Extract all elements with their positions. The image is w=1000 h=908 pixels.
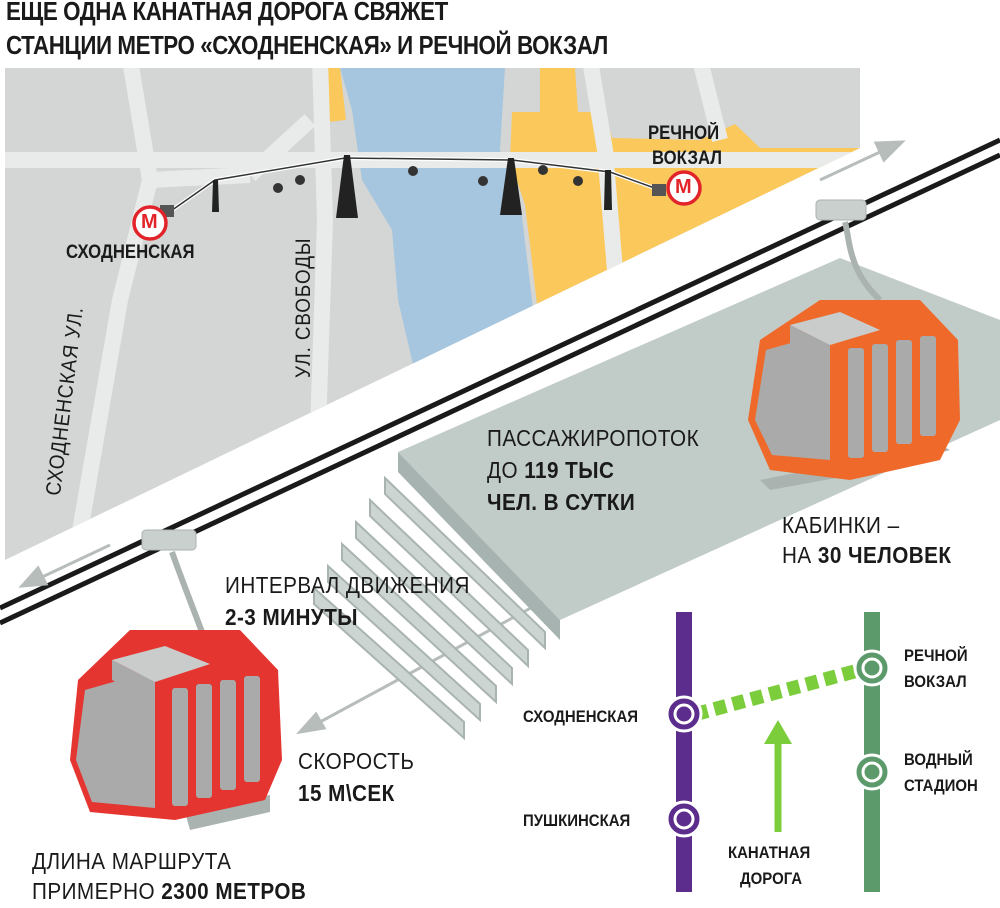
street-label-svobody: УЛ. СВОБОДЫ [292,237,315,378]
cabin-red [70,529,282,830]
metro-letter-west: М [141,211,158,233]
route-scheme [665,612,891,892]
title-line-2: СТАНЦИИ МЕТРО «СХОДНЕНСКАЯ» И РЕЧНОЙ ВОК… [6,30,608,60]
station-marker-vodny-stadion [853,753,891,791]
fact-cabin-line2: НА 30 ЧЕЛОВЕК [782,542,952,568]
fact-interval-line2: 2-3 МИНУТЫ [225,604,359,630]
fact-speed-line1: СКОРОСТЬ [298,748,415,774]
fact-length-line2: ПРИМЕРНО 2300 МЕТРОВ [32,878,307,904]
scheme-label-vodny-line1: ВОДНЫЙ [904,750,973,769]
fact-passenger-line2: ДО 119 ТЫС [487,457,615,483]
fact-length-line1: ДЛИНА МАРШРУТА [32,848,232,874]
scheme-label-vodny-line2: СТАДИОН [904,776,978,795]
station-marker-rechnoy-vokzal [853,649,891,687]
fact-passenger-line1: ПАССАЖИРОПОТОК [487,425,700,451]
cableway-link [694,663,862,721]
map-station-east-line1: РЕЧНОЙ [648,123,720,144]
roads [5,68,860,560]
metro-icon-east [666,170,702,206]
scheme-label-cableway-line1: КАНАТНАЯ [728,843,811,862]
station-marker-skhodnenskaya [665,695,703,733]
title-line-1: ЕЩЕ ОДНА КАНАТНАЯ ДОРОГА СВЯЖЕТ [6,0,448,26]
fact-cabin-line1: КАБИНКИ – [782,512,900,538]
scheme-label-rechnoy-line1: РЕЧНОЙ [904,646,968,665]
station-marker-pushkinskaya [665,800,703,838]
metro-letter-east: М [675,176,692,198]
map-cableway [160,155,666,218]
fact-passenger-line3: ЧЕЛ. В СУТКИ [487,489,636,515]
fact-speed-line2: 15 М\СЕК [298,780,395,806]
cableway-arrow-icon [764,720,792,832]
scheme-label-cableway-line2: ДОРОГА [740,869,803,888]
cabin-orange [748,199,960,490]
scheme-label-pushkinskaya: ПУШКИНСКАЯ [523,811,631,830]
map-station-east-line2: ВОКЗАЛ [652,148,722,169]
map-station-west: СХОДНЕНСКАЯ [66,242,195,263]
metro-icon-west [132,205,168,241]
scheme-label-rechnoy-line2: ВОКЗАЛ [904,672,967,691]
scheme-label-skhodnenskaya: СХОДНЕНСКАЯ [523,707,639,726]
fact-interval-line1: ИНТЕРВАЛ ДВИЖЕНИЯ [225,572,470,598]
